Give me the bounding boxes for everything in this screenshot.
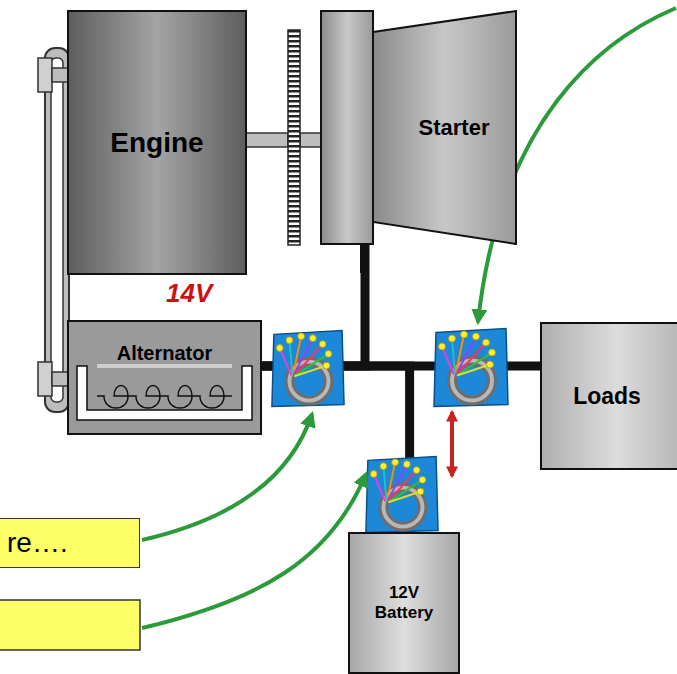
ring-gear bbox=[288, 30, 300, 245]
node-label: Loads bbox=[573, 383, 641, 410]
shaft bbox=[52, 372, 68, 386]
alternator: Alternator bbox=[67, 320, 262, 435]
shaft bbox=[300, 133, 322, 147]
node-label: re…. bbox=[7, 527, 68, 559]
drive-belt bbox=[45, 48, 69, 412]
callout-box: re…. bbox=[0, 518, 140, 568]
starter-terminal bbox=[360, 245, 369, 273]
node-label: Engine bbox=[110, 127, 203, 159]
node-label: 12V Battery bbox=[364, 583, 444, 623]
voltage-label: 14V bbox=[166, 278, 212, 309]
starter-motor: Starter bbox=[320, 10, 518, 245]
callout-box bbox=[0, 600, 140, 650]
pointer-arrow bbox=[142, 474, 366, 628]
wire-harness-icon bbox=[434, 329, 508, 407]
alternator-coil bbox=[67, 320, 262, 435]
pulley bbox=[38, 362, 52, 396]
current-arrow bbox=[450, 440, 454, 476]
node-label: Starter bbox=[419, 115, 490, 141]
shaft bbox=[52, 68, 68, 82]
pulley bbox=[38, 58, 52, 92]
wire-harness-icon bbox=[366, 456, 438, 532]
engine-block: Engine bbox=[67, 10, 247, 275]
shaft bbox=[246, 133, 288, 147]
node-label: Alternator bbox=[117, 342, 213, 365]
wire-harness-icon bbox=[272, 330, 344, 406]
loads-box: Loads bbox=[540, 322, 677, 470]
battery: 12V Battery bbox=[348, 532, 460, 674]
